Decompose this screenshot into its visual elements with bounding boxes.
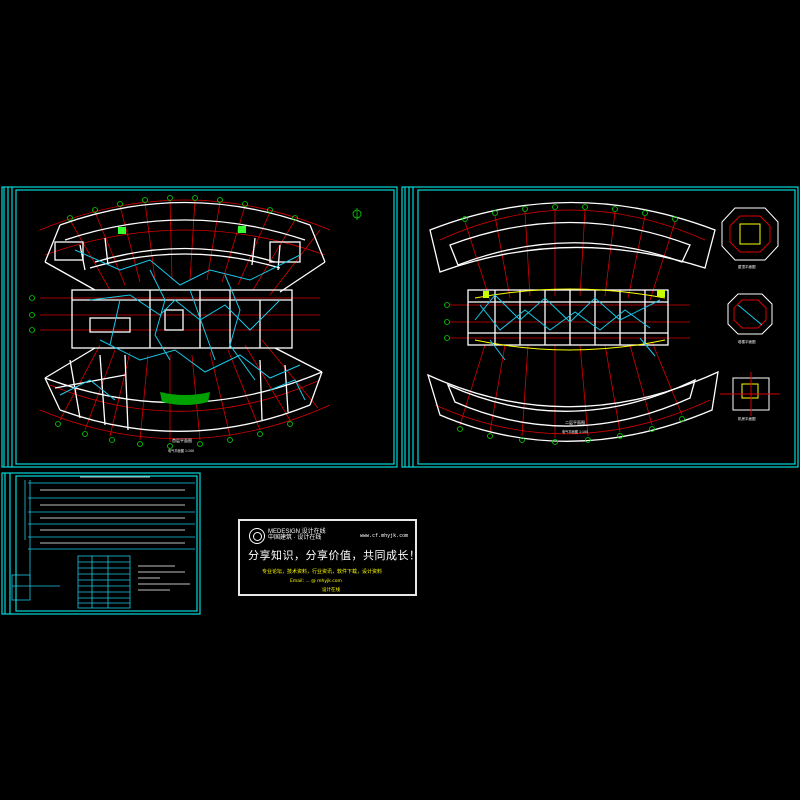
- stamp-logo-line2: 中国建筑 · 设计在线: [268, 535, 322, 541]
- stamp-email: Email: ... @ mhyjk.com: [290, 579, 342, 584]
- detail-plans: [720, 207, 780, 416]
- second-floor-title: 二层平面图: [565, 419, 585, 425]
- stamp-logo: MEDESIGN 设计在线 中国建筑 · 设计在线: [268, 529, 326, 541]
- sheet-frames: [1, 186, 799, 615]
- lobby-hatch: [160, 392, 210, 405]
- highlight-room: [483, 291, 489, 298]
- first-floor-plan: [29, 195, 362, 449]
- stamp-logo-line1: MEDESIGN 设计在线: [268, 529, 326, 535]
- highlight-room: [238, 226, 246, 233]
- plan-labels: 首层平面图 电气平面图 1:100 二层平面图 电气平面图 1:100 屋顶平面…: [168, 264, 756, 453]
- stamp-services: 专业论坛，技术资料，行业资讯，软件下载，设计资料: [262, 569, 383, 575]
- north-arrow-icon: [352, 208, 362, 220]
- stamp-footer: 设计在线: [322, 588, 340, 593]
- detail-title-machine: 机房平面图: [738, 416, 756, 421]
- detail-title-tower: 塔楼平面图: [738, 339, 756, 344]
- second-floor-scale: 电气平面图 1:100: [562, 429, 588, 434]
- first-floor-title: 首层平面图: [172, 437, 192, 443]
- system-diagram: [11, 476, 195, 609]
- highlight-room: [118, 227, 126, 234]
- stamp-slogan: 分享知识，分享价值，共同成长！: [248, 549, 421, 562]
- first-floor-scale: 电气平面图 1:100: [168, 448, 194, 453]
- highlight-room: [657, 290, 665, 297]
- website-seal-icon: [249, 528, 265, 544]
- second-floor-plan: [426, 201, 780, 445]
- website-stamp: MEDESIGN 设计在线 中国建筑 · 设计在线 www.cf.mhyjk.c…: [238, 519, 420, 596]
- detail-title-roof: 屋顶平面图: [738, 264, 756, 269]
- stamp-site-url[interactable]: www.cf.mhyjk.com: [360, 533, 409, 539]
